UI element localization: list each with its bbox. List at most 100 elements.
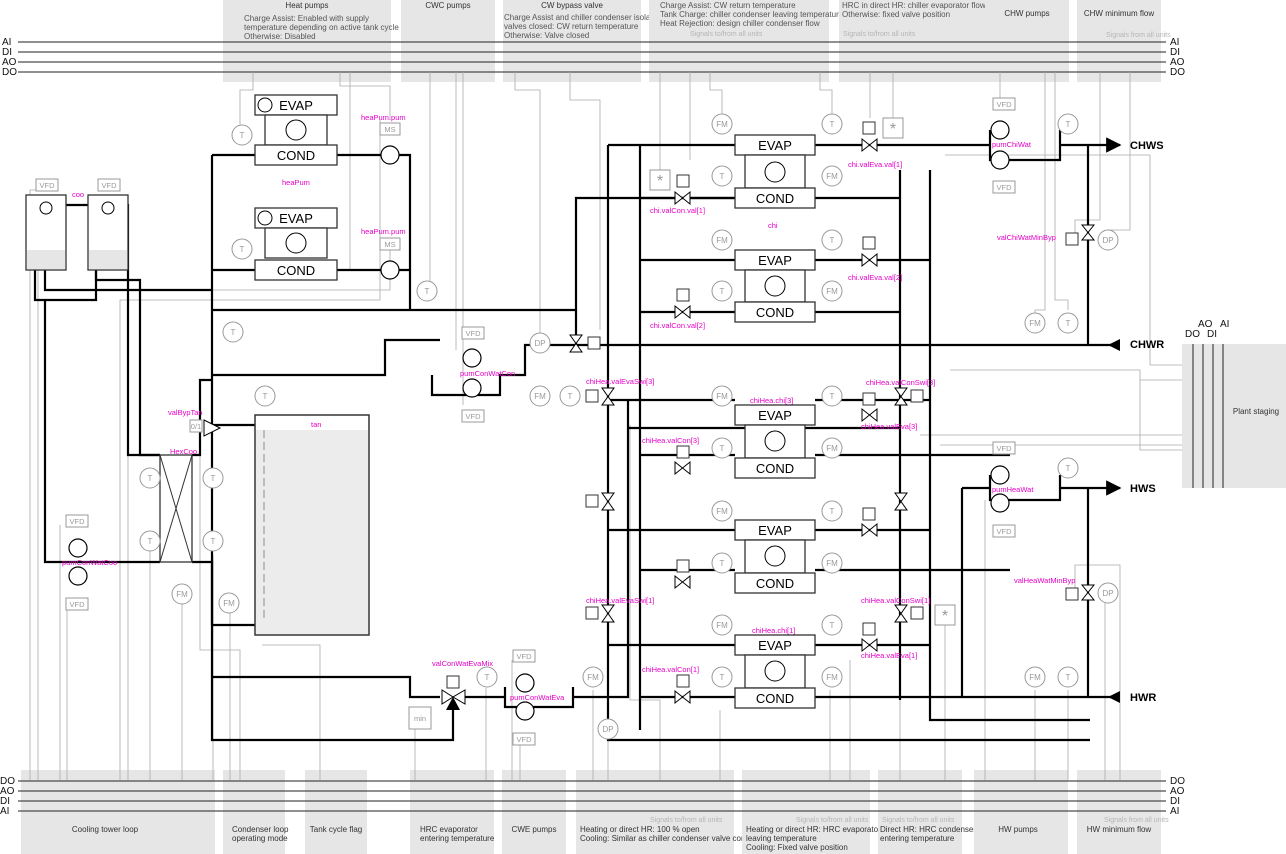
top-bus-ai-left: AI xyxy=(2,37,11,48)
dp-sensor-17 xyxy=(597,718,619,740)
chihea-val-eva-2-icon xyxy=(861,522,878,538)
temp-sensor-3 xyxy=(416,280,438,302)
wire-31 xyxy=(339,72,391,120)
hrc-evaporator-valve-line-3: Cooling: Fixed valve position xyxy=(746,843,848,852)
top-bus-do-left: DO xyxy=(2,67,17,78)
wire-51 xyxy=(950,369,1182,451)
tower-2-vfd xyxy=(97,178,121,192)
flow-sensor-33-label: FM xyxy=(826,559,838,568)
temp-sensor-36 xyxy=(821,614,843,636)
chi-val-eva-2-actuator xyxy=(862,236,876,250)
pum-hea-wat-1-icon xyxy=(990,465,1010,485)
temp-sensor-38 xyxy=(1057,113,1079,135)
temp-sensor-2 xyxy=(231,238,253,260)
tower-1-vfd-label: VFD xyxy=(40,181,56,190)
chihea-2-cond-label: COND xyxy=(756,576,794,591)
chi-val-con-1-actuator xyxy=(676,174,690,188)
chihea-val-eva-swi-1-label: chiHea.valEvaSwi[1] xyxy=(586,596,654,605)
flow-sensor-10 xyxy=(171,583,193,605)
cooling-towers: VFD VFD coo xyxy=(25,178,129,271)
pum-coo-vfd-1-label: VFD xyxy=(70,517,86,526)
cooling-tower-loop-panel xyxy=(21,770,215,854)
pum-chw-vfd-2 xyxy=(992,180,1016,194)
val-byp-tan-pos-label: 0/1 xyxy=(191,422,201,431)
pipe-cond-top xyxy=(212,338,440,377)
condenser-valve-line-2: Tank Charge: chiller condenser leaving t… xyxy=(660,10,844,19)
chi-val-eva-1-star-label: * xyxy=(890,121,896,138)
flow-sensor-30-label: FM xyxy=(716,507,728,516)
val-con-wat-eva-mix-label: valConWatEvaMix xyxy=(432,659,493,668)
flow-sensor-25 xyxy=(821,280,843,302)
flow-sensor-29 xyxy=(821,437,843,459)
bottom-bus-do-right: DO xyxy=(1170,776,1185,787)
staging-bus-ao-label: AO xyxy=(1198,319,1213,330)
temp-sensor-3-label: T xyxy=(425,287,430,296)
hrc-condenser-valve-line-1: Heating or direct HR: 100 % open xyxy=(580,825,700,834)
pum-chi-wat-label: pumChiWat xyxy=(992,140,1032,149)
temp-sensor-19-label: T xyxy=(720,172,725,181)
val-hea-wat-min-byp-icon xyxy=(1080,584,1096,601)
heat-pumps-line-1: Charge Assist: Enabled with supply xyxy=(244,14,369,23)
chw-pumps-panel xyxy=(985,0,1069,82)
hp-1-ms xyxy=(379,122,401,136)
chihea-val-con-3-icon xyxy=(674,460,691,476)
bottom-bus-ao-left: AO xyxy=(0,786,15,797)
pum-con-wat-con-1-icon xyxy=(462,348,482,368)
flow-sensor-22 xyxy=(711,229,733,251)
chihea-val-con-swi-1-icon xyxy=(894,604,908,623)
temp-sensor-45-label: T xyxy=(1066,673,1071,682)
cw-bypass-title: CW bypass valve xyxy=(541,1,603,10)
pipe-cond-left xyxy=(210,155,385,742)
hrc-evaporator-valve-line-1: Heating or direct HR: HRC evaporator xyxy=(746,825,881,834)
pum-con-wat-coo-1-icon xyxy=(68,538,88,558)
flow-sensor-13 xyxy=(529,385,551,407)
condenser-valve-line-1: Charge Assist: CW return temperature xyxy=(660,1,796,10)
chi-val-con-1-label: chi.valCon.val[1] xyxy=(650,206,705,215)
plant-staging-panel xyxy=(1182,344,1286,488)
wire-41 xyxy=(819,72,833,115)
bottom-bus-di-left: DI xyxy=(0,796,10,807)
temp-sensor-20 xyxy=(821,113,843,135)
chi-2-cond-label: COND xyxy=(756,305,794,320)
temp-sensor-1 xyxy=(231,124,253,146)
cwc-pumps-title: CWC pumps xyxy=(425,1,470,10)
pipe-hp1-out xyxy=(337,153,412,310)
pum-eva-vfd-2 xyxy=(512,732,536,746)
control-wiring xyxy=(29,72,1182,780)
cwe-pumps-label: CWE pumps xyxy=(512,825,557,834)
bottom-bus-ai-right: AI xyxy=(1170,806,1179,817)
chihea-val-eva-swi-1-icon xyxy=(601,604,615,623)
flow-sensor-29-label: FM xyxy=(826,444,838,453)
chihea-3-cond xyxy=(734,457,816,479)
hex-coo-label: HexCoo xyxy=(170,447,197,456)
bottom-signals-4: Signals from all units xyxy=(1104,817,1169,824)
pum-hw-vfd-1 xyxy=(992,441,1016,455)
chi-val-con-1-star xyxy=(649,169,671,191)
flow-sensor-16 xyxy=(582,666,604,688)
wire-40 xyxy=(709,72,723,115)
heat-pump-2-evap-label: EVAP xyxy=(279,211,313,226)
temp-sensor-23-label: T xyxy=(720,287,725,296)
heat-pump-2-fan-icon xyxy=(257,210,273,226)
temp-sensor-23 xyxy=(711,280,733,302)
cwc-pumps-panel xyxy=(401,0,495,82)
pipe-right-riser-2 xyxy=(928,170,1090,722)
top-signals-2: Signals to/from all units xyxy=(843,31,916,38)
temp-sensor-35 xyxy=(711,666,733,688)
chihea-2-compressor-icon xyxy=(764,545,786,567)
temp-sensor-28-label: T xyxy=(830,392,835,401)
temp-sensor-42-label: T xyxy=(1066,464,1071,473)
pum-chi-wat-2-icon xyxy=(990,150,1010,170)
wire-30 xyxy=(239,72,254,125)
pum-con-wat-eva-1-icon xyxy=(515,673,535,693)
temp-sensor-27-label: T xyxy=(720,444,725,453)
temp-sensor-8 xyxy=(139,530,161,552)
hwr-label: HWR xyxy=(1130,692,1156,704)
temp-sensor-4 xyxy=(222,321,244,343)
pum-hw-vfd-2-label: VFD xyxy=(997,527,1013,536)
chihea-val-eva-2-actuator xyxy=(862,507,876,521)
chihea-val-eva-swi-3-label: chiHea.valEvaSwi[3] xyxy=(586,377,654,386)
chws-label: CHWS xyxy=(1130,140,1164,152)
outlets: CHWS CHWR HWS HWR xyxy=(1108,140,1164,704)
